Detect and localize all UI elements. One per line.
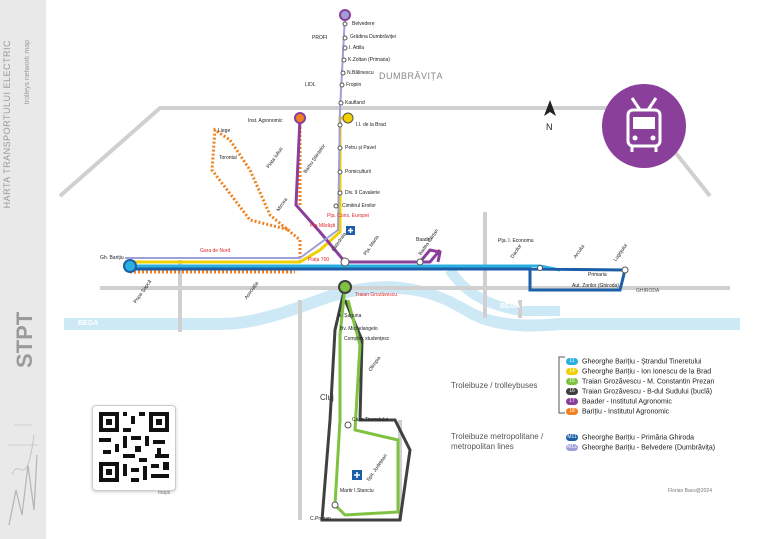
station-label: I.I. de la Brad — [356, 122, 386, 128]
station-dot-gradina — [342, 35, 348, 41]
credit-text: Florian Bacs@2024 — [668, 488, 712, 494]
station-label: Martir I.Stanciu — [340, 488, 374, 494]
station-label: Gara de Nord — [200, 248, 231, 254]
ghiroda-label: GHIRODA — [636, 288, 660, 294]
station-label: Cimitirul Eroilor — [342, 203, 376, 209]
station-dot-zoltan — [341, 57, 347, 63]
qr-code[interactable] — [92, 405, 176, 491]
station-label: Grădina Dumbrăviței — [350, 34, 396, 40]
station-dot-kaufland — [338, 100, 344, 106]
station-dot-dacilor — [537, 265, 543, 271]
metro-m12-route — [125, 14, 346, 259]
station-label: Pța Mărăști — [310, 223, 336, 229]
station-dot-petru — [337, 145, 343, 151]
terminus-grozavescu — [338, 280, 352, 294]
station-label: Piața 700 — [308, 257, 330, 263]
station-dot-catedrala — [340, 257, 350, 267]
svg-text:STPT: STPT — [12, 311, 37, 368]
river-label: BEGA — [78, 320, 99, 327]
station-label: C.Prezan — [310, 516, 331, 522]
station-dot-fropiin — [339, 82, 345, 88]
legend-metro-title: Troleibuze metropolitane / metropolitan … — [451, 432, 544, 451]
station-dot-prezan — [331, 501, 339, 509]
station-label: Belvedere — [352, 21, 375, 27]
station-label: N.Bălinescu — [347, 70, 374, 76]
legend-trolley-title: Troleibuze / trolleybuses — [451, 381, 538, 390]
station-dot-baader — [416, 258, 424, 266]
station-label: Kaufland — [345, 100, 365, 106]
station-dot-cavalerie — [337, 190, 343, 196]
station-dot-tineretului — [344, 421, 352, 429]
station-label: Liege — [218, 128, 231, 134]
poi-label: PROFI — [312, 35, 328, 41]
station-label: Torontal — [219, 155, 237, 161]
hospital-cross-icon-2 — [354, 472, 360, 478]
poi-label: LIDL — [305, 82, 316, 88]
station-dot-belvedere — [342, 21, 348, 27]
station-label: Aut. Zorilor (Ghiroda) — [572, 283, 619, 289]
station-label: Pomiculturii — [345, 169, 371, 175]
station-label: Div. 9 Cavalerie — [345, 190, 380, 196]
qr-caption: maps — [158, 490, 171, 496]
station-label: Casa Tineretului — [352, 417, 389, 423]
svg-text:N: N — [546, 122, 553, 132]
station-label: Pța. I. Economu — [498, 238, 534, 244]
station-dot-pomicultorii — [337, 169, 343, 175]
terminus-brad — [342, 112, 354, 124]
station-dot-attila — [342, 45, 348, 51]
line-15-route — [333, 286, 400, 517]
station-label: K.Zoltan (Primaria) — [348, 57, 390, 63]
station-label: Petru și Pavel — [345, 145, 376, 151]
station-label: Fropiin — [346, 82, 362, 88]
river-label-2: BEGA — [500, 303, 521, 310]
stpt-logo: STPT — [12, 311, 37, 368]
sidebar: HARTA TRANSPORTULUI ELECTRIC trolleys ne… — [0, 0, 46, 539]
station-label: A. Șaguna — [338, 313, 362, 319]
station-label: I. Attila — [349, 45, 365, 51]
line-16-route — [320, 286, 412, 522]
station-label: Inst. Agronomic — [248, 118, 283, 124]
decorative-signature-art — [8, 424, 38, 526]
qr-code-icon — [99, 412, 169, 482]
terminus-baritiu — [123, 259, 137, 273]
station-dot-balinescu — [340, 70, 346, 76]
purple-loop-baader — [418, 248, 442, 263]
city-label: DUMBRĂVIȚA — [379, 71, 444, 81]
station-label: Gh. Barițiu — [100, 255, 124, 261]
hospital-cross-icon — [348, 228, 353, 233]
station-dots — [123, 9, 629, 509]
station-dot-brad — [337, 122, 343, 128]
terminus-agronomic — [294, 112, 306, 124]
station-label: Complex studențesc — [344, 336, 390, 342]
station-label: Traian Grozăvescu — [355, 292, 398, 298]
line-14-route — [125, 116, 352, 264]
station-label: Pța. Cons. Europei — [327, 213, 369, 219]
terminus-belvedere — [339, 9, 351, 21]
legend-bracket — [558, 356, 565, 414]
line-17-route — [294, 117, 442, 264]
river-bega-branch — [445, 268, 560, 316]
station-dot-primaria — [621, 266, 629, 274]
station-dot-cimitir — [333, 203, 339, 209]
river-bega — [64, 281, 740, 332]
station-label: Primaria — [588, 272, 607, 278]
north-arrow-icon: N — [544, 100, 556, 132]
station-label: Baader — [416, 237, 433, 243]
station-label: Bv. Michelangelo — [340, 326, 378, 332]
trolleybus-icon — [602, 84, 686, 168]
cluj-label: Cluj — [320, 393, 334, 402]
